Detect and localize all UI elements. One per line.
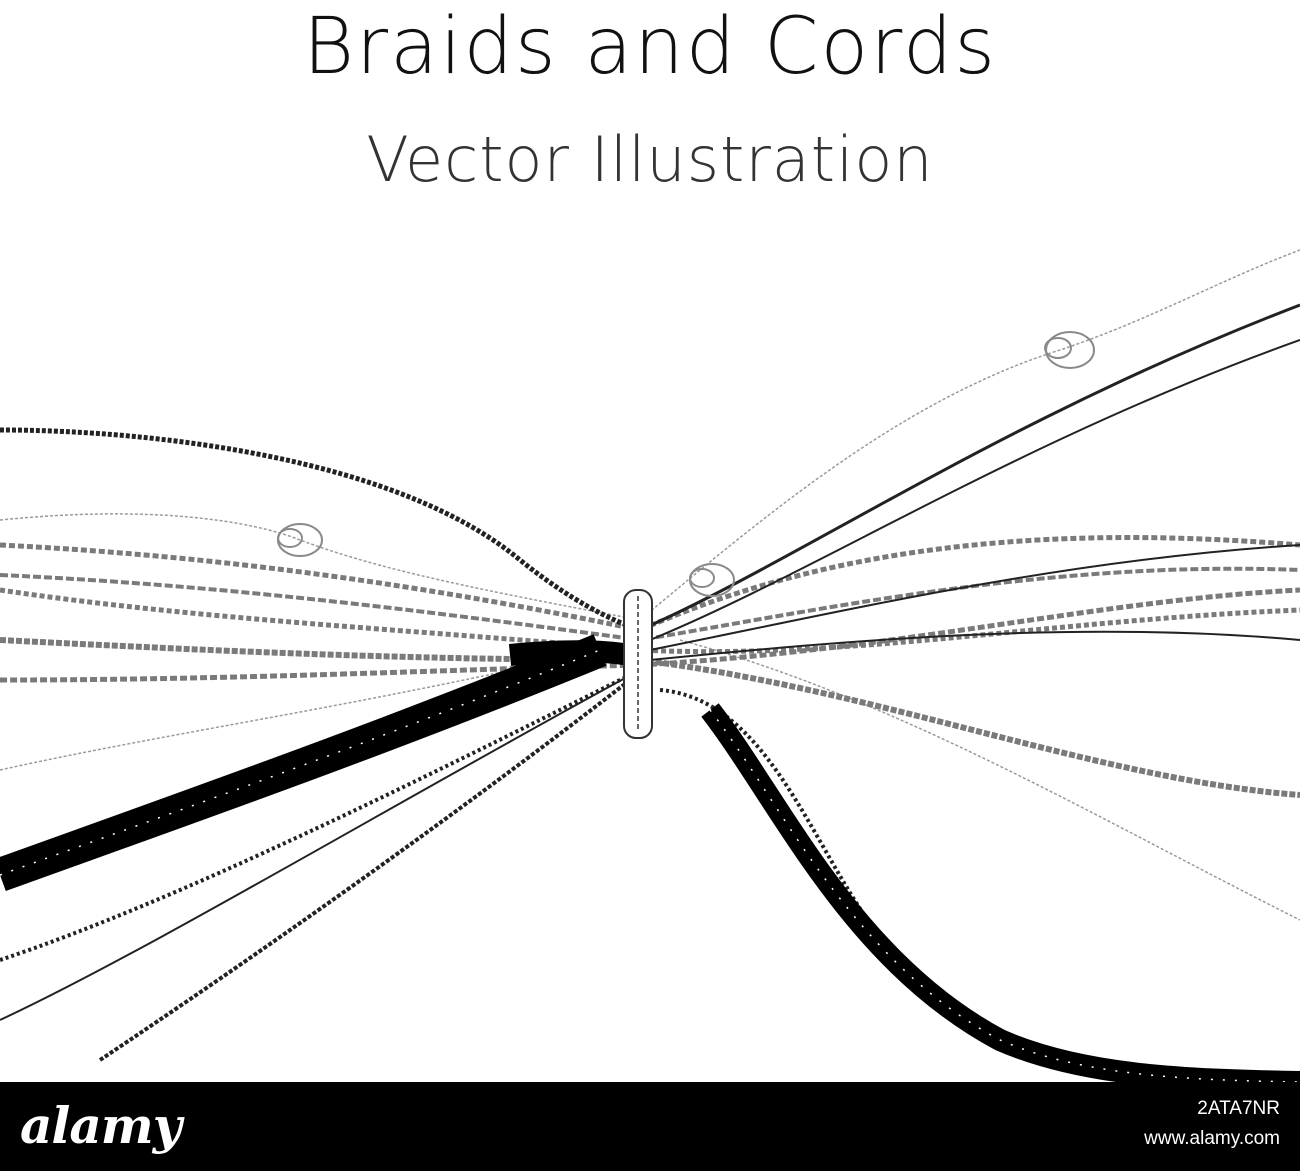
- subtitle: Vector Illustration: [366, 123, 934, 196]
- dark-braids: [0, 303, 1300, 1062]
- source-url: www.alamy.com: [1144, 1128, 1280, 1149]
- binding-band: [623, 589, 653, 739]
- title: Braids and Cords: [302, 2, 998, 92]
- footer-bar: alamy 2ATA7NR www.alamy.com: [0, 1082, 1300, 1171]
- twist-highlights: [0, 649, 1300, 1082]
- image-id: 2ATA7NR: [1197, 1098, 1280, 1119]
- knots: [277, 331, 1095, 597]
- braids-illustration: [0, 249, 1300, 1082]
- alamy-logo: alamy: [20, 1096, 182, 1155]
